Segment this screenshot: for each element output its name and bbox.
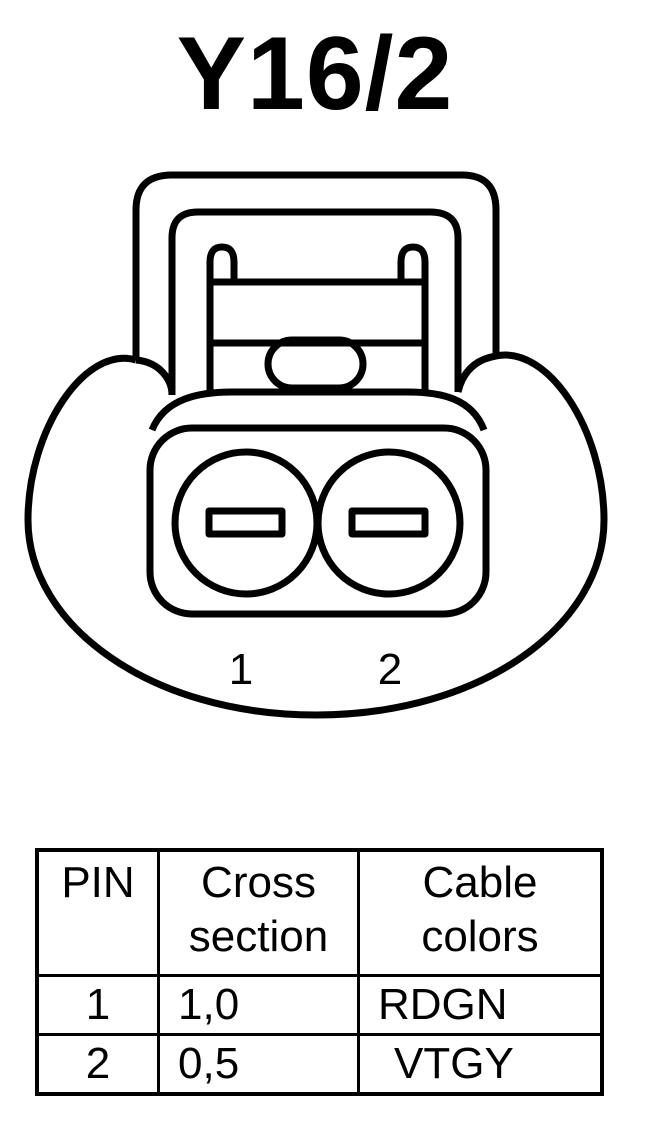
pin-table: PIN Cross section Cable colors 1 1,0 RDG…: [35, 848, 604, 1096]
locking-tab-outer: [132, 171, 500, 360]
pin-label-2: 2: [378, 645, 402, 694]
cell-pin: 1: [35, 974, 160, 1036]
connector-diagram: 1 2: [24, 171, 608, 719]
table-row: 2 0,5 VTGY: [35, 1033, 604, 1096]
latch-button: [264, 336, 367, 392]
cell-cross-section: 1,0: [157, 974, 360, 1036]
pin-cavity-frame: [146, 424, 490, 618]
locking-tab-inner: [168, 208, 462, 395]
header-cross-section-line1: Cross: [201, 858, 316, 907]
header-cross-section-line2: section: [188, 911, 329, 961]
header-cable-colors-line2: colors: [421, 911, 539, 961]
pin-contact-2: [348, 507, 429, 538]
header-pin-label: PIN: [61, 858, 135, 907]
pin-socket-2: [314, 448, 464, 598]
table-row: 1 1,0 RDGN: [35, 974, 604, 1036]
table-header-row: PIN Cross section Cable colors: [35, 848, 604, 977]
cell-cable-color: RDGN: [357, 974, 604, 1036]
pin-socket-1: [171, 448, 321, 598]
header-cable-colors-line1: Cable: [422, 858, 538, 907]
header-cross-section: Cross section: [157, 848, 360, 977]
pin-contact-1: [205, 507, 286, 538]
latch-post-right: [397, 243, 429, 392]
latch-post-left: [206, 243, 238, 392]
housing-shoulder: [135, 356, 176, 396]
header-pin: PIN: [35, 848, 160, 977]
cell-cross-section: 0,5: [157, 1033, 360, 1096]
pin-label-1: 1: [229, 645, 253, 694]
housing-face: [148, 388, 488, 432]
cell-pin: 2: [35, 1033, 160, 1096]
housing-outer: [24, 351, 608, 719]
connector-title: Y16/2: [176, 16, 454, 132]
cell-cable-color: VTGY: [357, 1033, 604, 1096]
header-cable-colors: Cable colors: [357, 848, 604, 977]
